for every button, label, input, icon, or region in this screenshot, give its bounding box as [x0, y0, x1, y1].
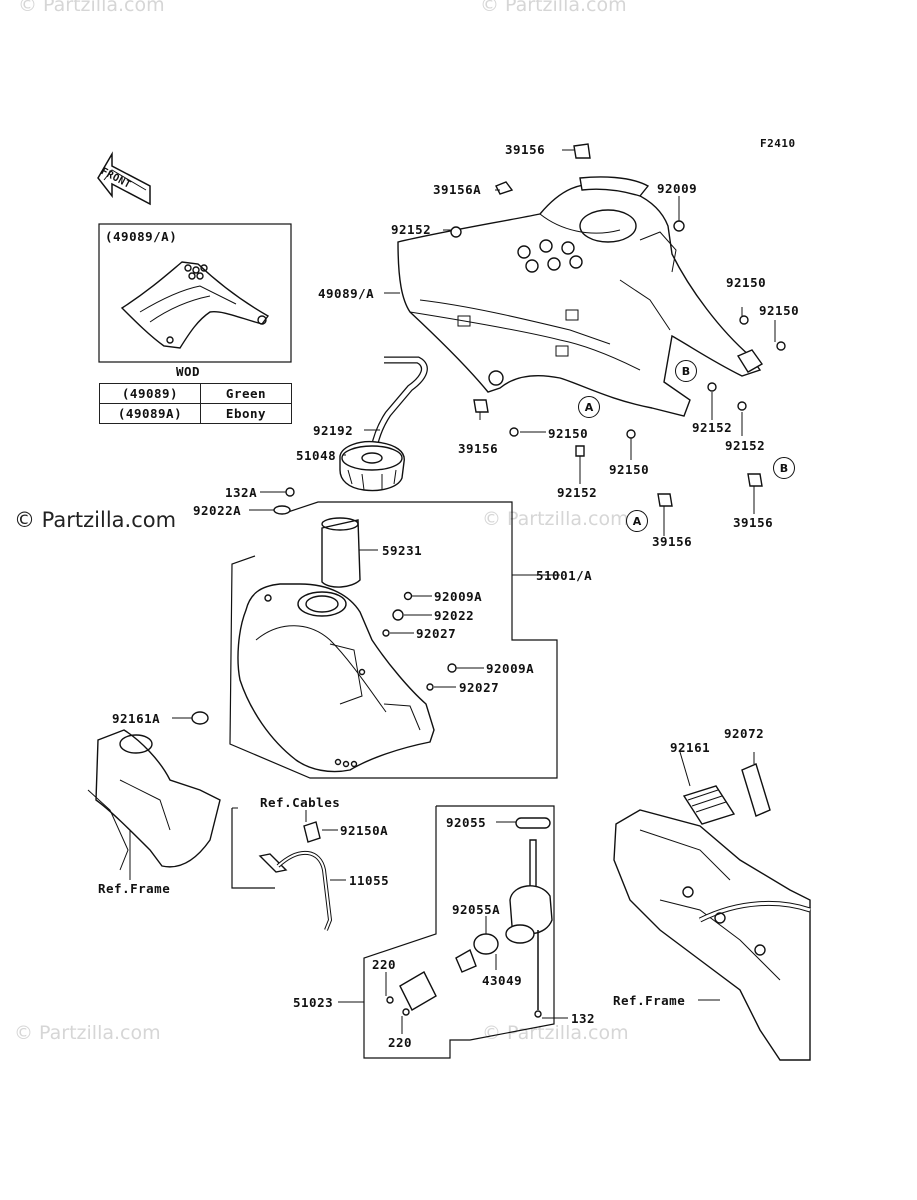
- marker-B: B: [675, 360, 697, 382]
- watermark: © Partzilla.com: [18, 0, 165, 16]
- callout-51001A[interactable]: 51001/A: [536, 568, 593, 583]
- inset-box: [98, 223, 292, 363]
- callout-92150A[interactable]: 92150A: [340, 823, 389, 838]
- watermark: © Partzilla.com: [482, 1022, 629, 1044]
- callout-ref-frame[interactable]: Ref.Frame: [98, 881, 171, 896]
- marker-A: A: [578, 396, 600, 418]
- callout-ref-frame[interactable]: Ref.Frame: [613, 993, 686, 1008]
- callout-92150[interactable]: 92150: [548, 426, 589, 441]
- fuel-cap-art: [339, 440, 405, 492]
- callout-92022[interactable]: 92022: [434, 608, 475, 623]
- callout-59231[interactable]: 59231: [382, 543, 423, 558]
- fuel-tank-art: [237, 583, 435, 773]
- callout-92150[interactable]: 92150: [759, 303, 800, 318]
- legend-part: (49089A): [99, 403, 201, 424]
- radiator-shroud-art: [397, 176, 764, 417]
- callout-92009A[interactable]: 92009A: [434, 589, 483, 604]
- callout-ref-cables[interactable]: Ref.Cables: [260, 795, 341, 810]
- callout-39156[interactable]: 39156: [458, 441, 499, 456]
- table-row: (49089) Green: [99, 383, 292, 404]
- legend-color: Ebony: [200, 403, 292, 424]
- filter-art: [321, 517, 361, 588]
- callout-92027[interactable]: 92027: [459, 680, 500, 695]
- callout-39156[interactable]: 39156: [652, 534, 693, 549]
- table-row: (49089A) Ebony: [99, 403, 292, 424]
- inset-caption: WOD: [176, 364, 201, 379]
- callout-92152[interactable]: 92152: [391, 222, 432, 237]
- left-frame-art: [87, 729, 221, 871]
- callout-51023[interactable]: 51023: [293, 995, 334, 1010]
- callout-92161[interactable]: 92161: [670, 740, 711, 755]
- callout-132[interactable]: 132: [571, 1011, 596, 1026]
- callout-132A[interactable]: 132A: [225, 485, 258, 500]
- callout-43049[interactable]: 43049: [482, 973, 523, 988]
- callout-39156A[interactable]: 39156A: [433, 182, 482, 197]
- callout-92009[interactable]: 92009: [657, 181, 698, 196]
- fuel-valve-art: [386, 817, 553, 1018]
- callout-49089A[interactable]: 49089/A: [318, 286, 375, 301]
- watermark: © Partzilla.com: [482, 508, 629, 530]
- right-frame-art: [613, 763, 811, 1061]
- marker-B: B: [773, 457, 795, 479]
- callout-92152[interactable]: 92152: [557, 485, 598, 500]
- watermark-copyright: © Partzilla.com: [14, 508, 177, 532]
- inset-title: (49089/A): [105, 229, 178, 244]
- callout-51048[interactable]: 51048: [296, 448, 337, 463]
- legend-part: (49089): [99, 383, 201, 404]
- color-legend-table: (49089) Green (49089A) Ebony: [99, 383, 292, 424]
- callout-92150[interactable]: 92150: [609, 462, 650, 477]
- callout-92152[interactable]: 92152: [725, 438, 766, 453]
- callout-39156[interactable]: 39156: [733, 515, 774, 530]
- watermark: © Partzilla.com: [480, 0, 627, 16]
- figure-code: F2410: [760, 137, 796, 150]
- callout-92192[interactable]: 92192: [313, 423, 354, 438]
- callout-220[interactable]: 220: [388, 1035, 413, 1050]
- callout-92055A[interactable]: 92055A: [452, 902, 501, 917]
- callout-92009A[interactable]: 92009A: [486, 661, 535, 676]
- callout-92027[interactable]: 92027: [416, 626, 457, 641]
- callout-92055[interactable]: 92055: [446, 815, 487, 830]
- marker-A: A: [626, 510, 648, 532]
- inset-shroud-art: [120, 261, 270, 349]
- callout-39156[interactable]: 39156: [505, 142, 546, 157]
- callout-92150[interactable]: 92150: [726, 275, 767, 290]
- callout-11055[interactable]: 11055: [349, 873, 390, 888]
- callout-92022A[interactable]: 92022A: [193, 503, 242, 518]
- watermark: © Partzilla.com: [14, 1022, 161, 1044]
- callout-92152[interactable]: 92152: [692, 420, 733, 435]
- legend-color: Green: [200, 383, 292, 404]
- callout-92072[interactable]: 92072: [724, 726, 765, 741]
- callout-220[interactable]: 220: [372, 957, 397, 972]
- callout-92161A[interactable]: 92161A: [112, 711, 161, 726]
- fuel-cable-art: [258, 821, 333, 931]
- front-arrow-icon: [97, 151, 151, 206]
